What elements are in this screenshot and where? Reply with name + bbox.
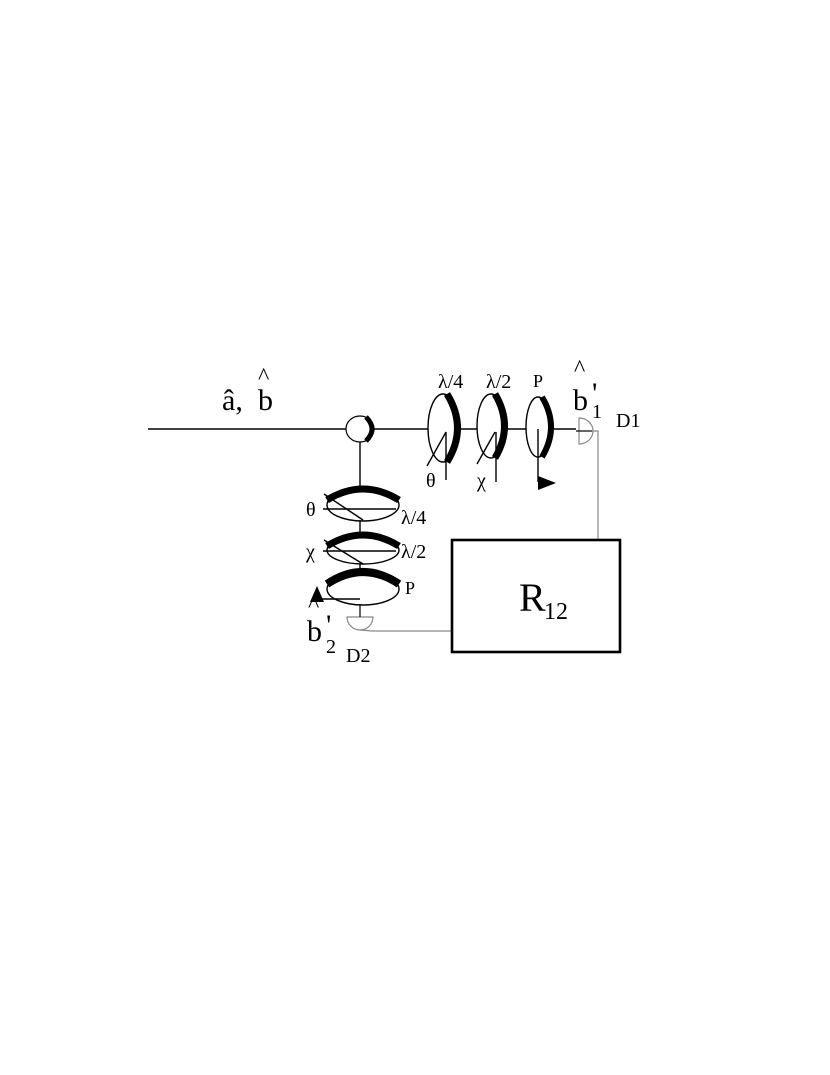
- input-label-b-hat: ^: [258, 364, 269, 390]
- arm2-output-sub: 2: [326, 636, 336, 658]
- arm1-output-hat: ^: [574, 356, 585, 382]
- arm1-half-wave-label: λ/2: [486, 371, 511, 393]
- arm1-quarter-wave-plate: [427, 392, 461, 464]
- detector-d2-label: D2: [346, 645, 370, 667]
- arm2-quarter-wave-plate: [325, 485, 401, 522]
- input-label-b: b: [258, 384, 273, 417]
- correlator-box: [450, 538, 622, 654]
- arm2-output-hat: ^: [308, 592, 319, 618]
- input-label-a: â,: [222, 384, 243, 417]
- arm2-polarizer-arrow: [310, 586, 324, 602]
- detector-d2: [346, 604, 374, 631]
- arm2-quarter-wave-label: λ/4: [401, 507, 426, 529]
- arm1-output-sub: 1: [592, 401, 602, 423]
- arm1-theta-indicator: [426, 431, 447, 467]
- d2-wire: [359, 629, 452, 632]
- arm2-chi-diag: [323, 539, 364, 565]
- correlator-label: R: [519, 575, 546, 620]
- arm2-half-wave-plate: [325, 531, 401, 565]
- arm2-output-prime: ': [326, 609, 331, 642]
- beam-splitter: [345, 415, 375, 443]
- arm2-polarizer: [324, 568, 402, 606]
- correlator-sub: 12: [544, 599, 568, 625]
- detector-d1-label: D1: [616, 410, 640, 432]
- arm2-theta-diag: [323, 493, 364, 521]
- arm2-theta-label: θ: [306, 499, 316, 521]
- arm1-output-prime: ': [592, 377, 597, 410]
- arm1-quarter-wave-label: λ/4: [438, 371, 463, 393]
- d1-wire: [592, 430, 599, 540]
- arm2-half-wave-label: λ/2: [401, 541, 426, 563]
- arm1-polarizer-arrow: [538, 476, 556, 490]
- arm2-output-label: b: [307, 615, 322, 648]
- arm1-chi-label: χ: [476, 470, 486, 492]
- arm1-half-wave-plate: [476, 392, 508, 460]
- arm1-chi-indicator: [476, 431, 496, 465]
- arm1-polarizer-label: P: [533, 371, 543, 391]
- arm2-chi-label: χ: [305, 541, 315, 563]
- arm1-theta-label: θ: [426, 470, 436, 492]
- arm2-polarizer-label: P: [405, 578, 415, 598]
- detector-d1: [576, 417, 594, 445]
- arm1-output-label: b: [573, 384, 588, 417]
